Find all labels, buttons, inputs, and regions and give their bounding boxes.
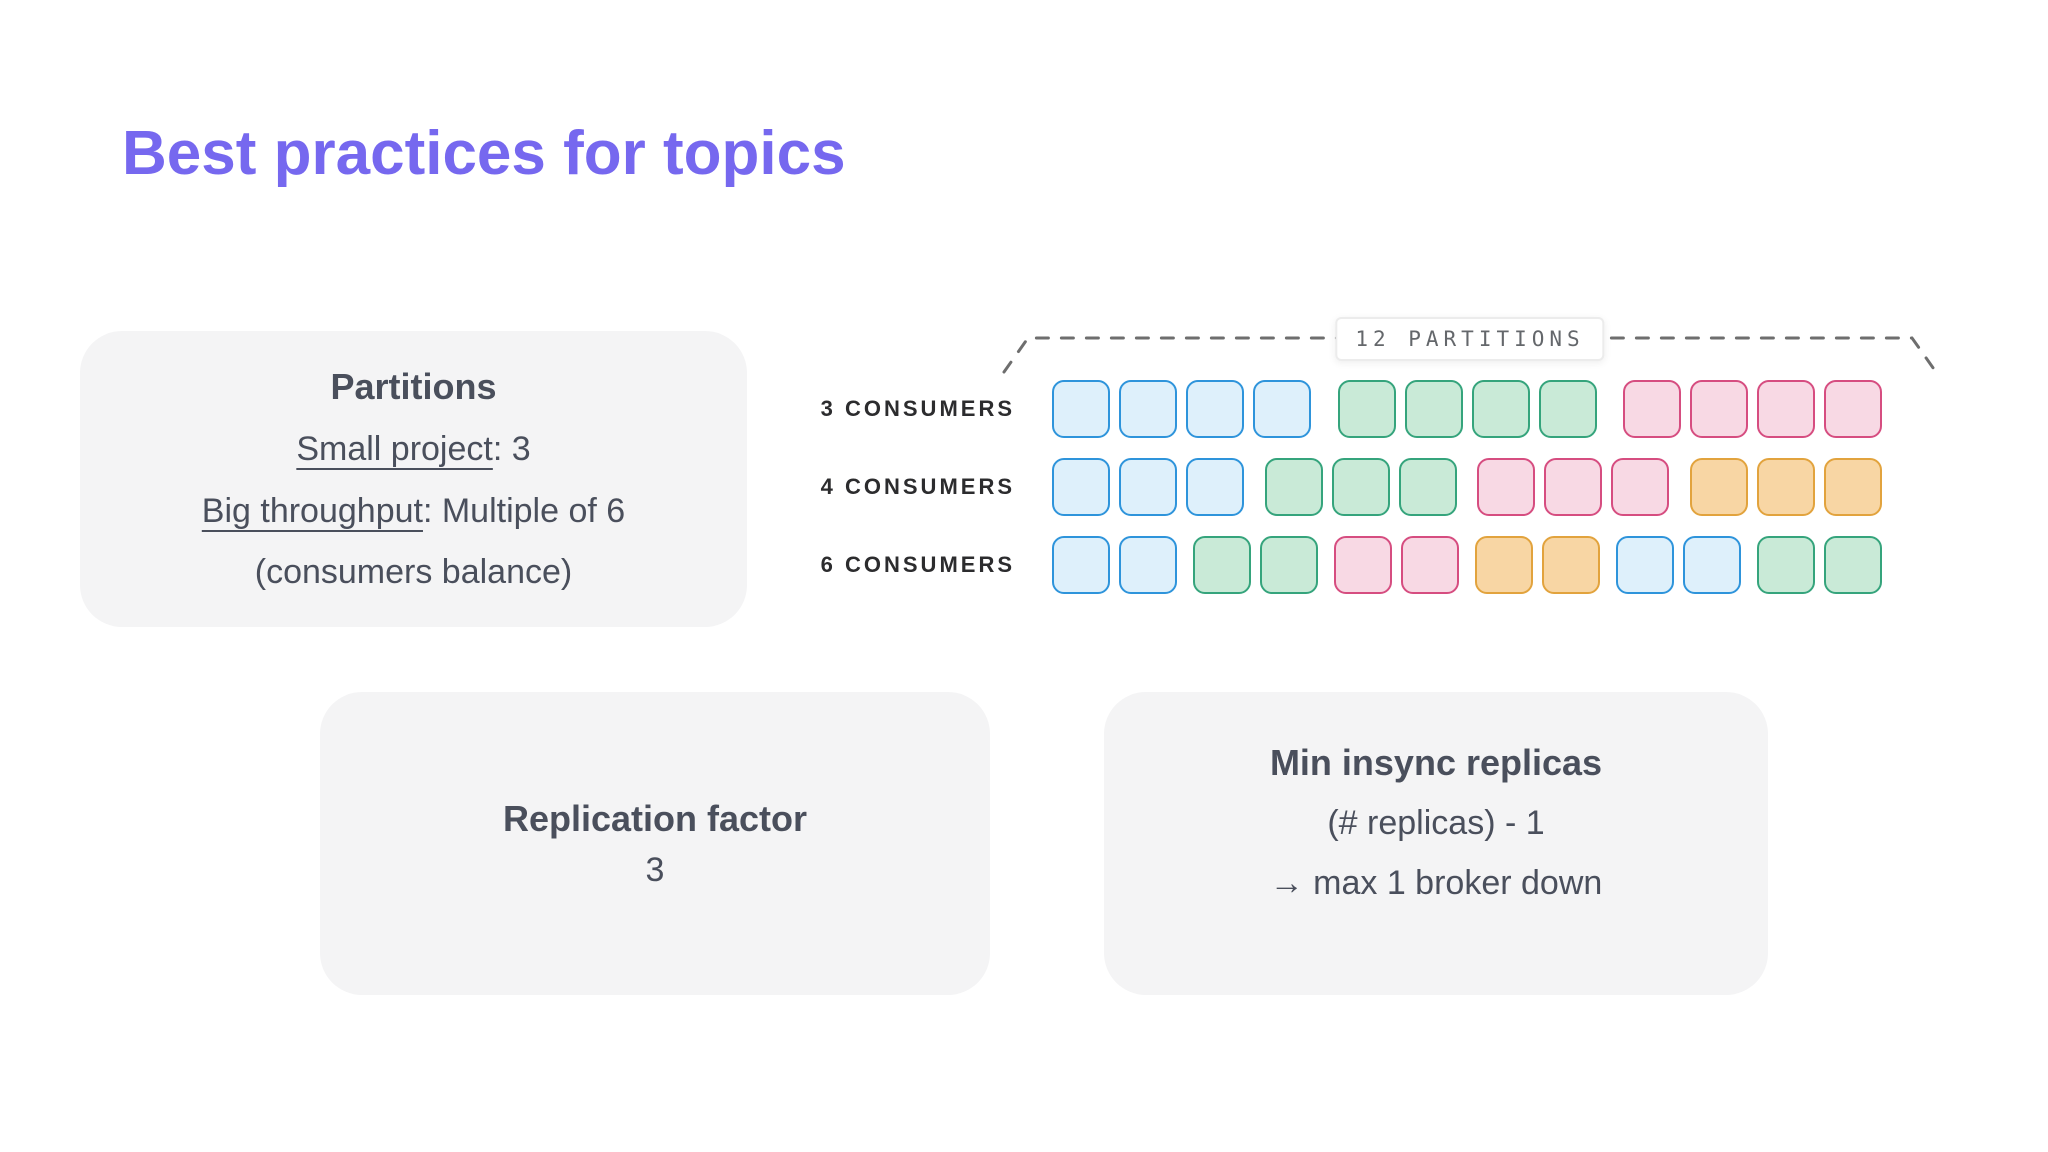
partition-square-green bbox=[1264, 458, 1323, 516]
partition-square-blue bbox=[1052, 380, 1110, 438]
replication-factor-value: 3 bbox=[645, 850, 665, 889]
min-insync-heading: Min insync replicas bbox=[1269, 742, 1603, 784]
partition-square-orange bbox=[1542, 536, 1600, 594]
partition-square-green bbox=[1260, 536, 1318, 594]
small-project-value: : 3 bbox=[492, 429, 531, 468]
partitions-card-heading: Partitions bbox=[330, 365, 497, 407]
min-insync-consequence: → max 1 broker down bbox=[1269, 864, 1603, 903]
partition-rows bbox=[1052, 380, 1882, 614]
partition-square-blue bbox=[1052, 536, 1110, 594]
partition-square-blue bbox=[1119, 536, 1177, 594]
replication-factor-card: Replication factor 3 bbox=[320, 692, 990, 995]
partition-square-green bbox=[1757, 536, 1815, 594]
partition-square-orange bbox=[1689, 458, 1748, 516]
big-throughput-label: Big throughput bbox=[201, 491, 423, 530]
partitions-consumers-balance-note: (consumers balance) bbox=[254, 553, 573, 592]
partition-square-pink bbox=[1690, 380, 1748, 438]
partition-square-orange bbox=[1756, 458, 1815, 516]
partition-square-green bbox=[1337, 380, 1396, 438]
partition-square-blue bbox=[1616, 536, 1674, 594]
partitions-big-throughput-line: Big throughput: Multiple of 6 bbox=[202, 491, 625, 532]
consumer-group-blue bbox=[1052, 380, 1311, 438]
partition-square-pink bbox=[1611, 458, 1670, 516]
partition-square-pink bbox=[1623, 380, 1681, 438]
consumer-group-pink bbox=[1477, 458, 1670, 516]
partition-square-green bbox=[1824, 536, 1882, 594]
small-project-label: Small project bbox=[296, 429, 493, 468]
consumer-count-label: 4 CONSUMERS bbox=[820, 474, 1015, 499]
partition-square-green bbox=[1193, 536, 1251, 594]
partition-square-blue bbox=[1186, 458, 1244, 516]
partitions-small-project-line: Small project: 3 bbox=[296, 429, 530, 470]
partition-square-pink bbox=[1477, 458, 1536, 516]
partition-square-green bbox=[1331, 458, 1390, 516]
partition-square-green bbox=[1538, 380, 1597, 438]
consumer-count-label: 3 CONSUMERS bbox=[820, 396, 1015, 421]
consumer-group-blue bbox=[1052, 458, 1244, 516]
consumer-group-pink bbox=[1334, 536, 1459, 594]
big-throughput-value: : Multiple of 6 bbox=[422, 491, 626, 530]
replication-factor-heading: Replication factor bbox=[502, 797, 808, 839]
partition-square-green bbox=[1398, 458, 1457, 516]
partitions-count-badge: 12 PARTITIONS bbox=[1335, 317, 1605, 361]
partition-square-green bbox=[1471, 380, 1530, 438]
partition-square-orange bbox=[1823, 458, 1882, 516]
consumer-group-blue bbox=[1052, 536, 1177, 594]
partitions-bracket: 12 PARTITIONS bbox=[1000, 317, 1940, 378]
partition-square-pink bbox=[1757, 380, 1815, 438]
partition-row bbox=[1052, 380, 1882, 438]
consumer-group-green bbox=[1193, 536, 1318, 594]
partition-row bbox=[1052, 458, 1882, 516]
partition-square-green bbox=[1404, 380, 1463, 438]
partition-row bbox=[1052, 536, 1882, 594]
partition-square-blue bbox=[1119, 458, 1177, 516]
consumer-group-green bbox=[1757, 536, 1882, 594]
partition-square-pink bbox=[1544, 458, 1603, 516]
partition-square-blue bbox=[1253, 380, 1311, 438]
consumer-row-labels: 3 CONSUMERS 4 CONSUMERS 6 CONSUMERS bbox=[790, 380, 1015, 614]
consumer-group-pink bbox=[1623, 380, 1882, 438]
partition-square-blue bbox=[1683, 536, 1741, 594]
min-insync-replicas-card: Min insync replicas (# replicas) - 1 → m… bbox=[1104, 692, 1768, 995]
consumer-count-label: 6 CONSUMERS bbox=[820, 552, 1015, 577]
consumer-group-green bbox=[1337, 380, 1597, 438]
partition-square-blue bbox=[1119, 380, 1177, 438]
partition-square-pink bbox=[1824, 380, 1882, 438]
consumer-group-orange bbox=[1689, 458, 1882, 516]
partition-square-blue bbox=[1186, 380, 1244, 438]
partitions-card: Partitions Small project: 3 Big throughp… bbox=[80, 331, 747, 627]
partition-square-orange bbox=[1475, 536, 1533, 594]
page-title: Best practices for topics bbox=[122, 119, 846, 188]
min-insync-formula: (# replicas) - 1 bbox=[1327, 804, 1545, 843]
partition-square-blue bbox=[1052, 458, 1110, 516]
consumer-group-blue bbox=[1616, 536, 1741, 594]
consumer-group-orange bbox=[1475, 536, 1600, 594]
partition-square-pink bbox=[1334, 536, 1392, 594]
partition-square-pink bbox=[1401, 536, 1459, 594]
consumer-group-green bbox=[1264, 458, 1457, 516]
